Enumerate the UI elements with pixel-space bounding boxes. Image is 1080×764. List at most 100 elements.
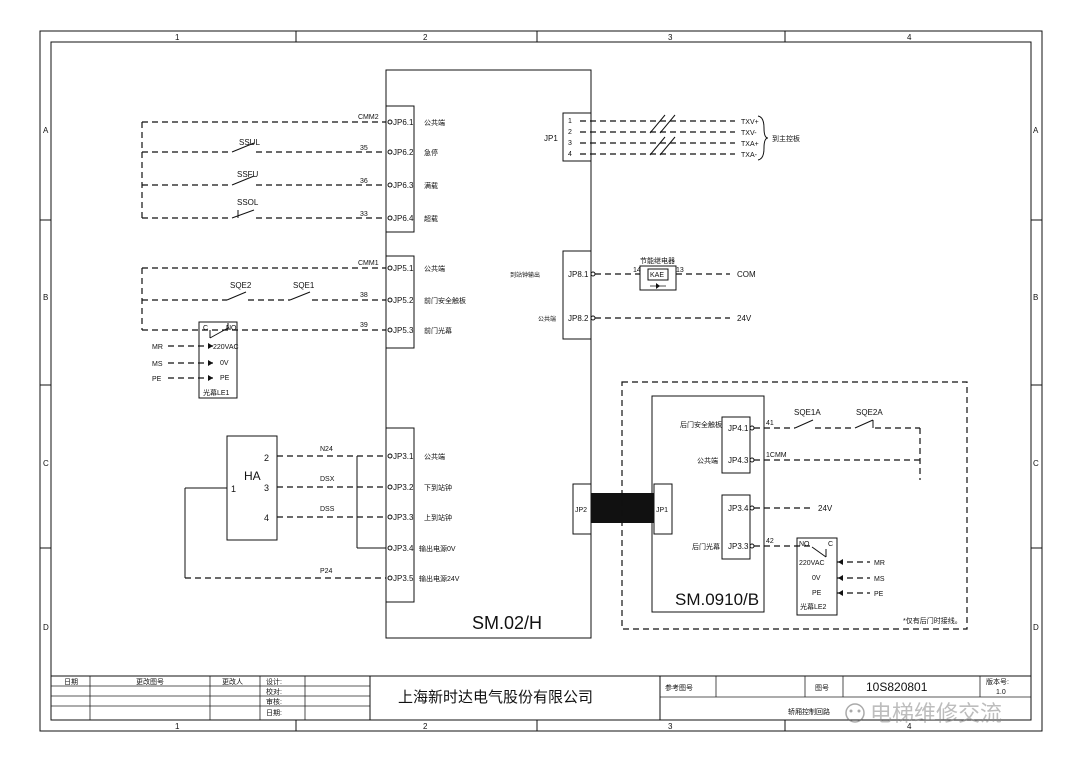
wire-39: 39 (360, 322, 368, 329)
pin-jp3-4: JP3.4 (393, 544, 414, 553)
pin-jp8-2: JP8.2 (568, 314, 589, 323)
row-label-c-right: C (1033, 459, 1039, 468)
switch-sqe1: SQE1 (293, 281, 315, 290)
column-label-2: 2 (423, 33, 428, 42)
wire-com: COM (737, 270, 756, 279)
wire-door-24v: 24V (818, 504, 833, 513)
wire-33: 33 (360, 211, 368, 218)
ha-pin-2: 2 (264, 453, 269, 463)
ha-pin-3: 3 (264, 483, 269, 493)
pin-jp5-3: JP5.3 (393, 326, 414, 335)
door-board-name: SM.0910/B (675, 590, 759, 609)
pin-jp3-3: JP3.3 (393, 513, 414, 522)
tb-header-check: 校对: (266, 687, 282, 696)
pin-jp4-3: JP4.3 (728, 456, 749, 465)
wire-cmm1: CMM1 (358, 260, 379, 267)
column-label-2-bottom: 2 (423, 722, 428, 731)
ha-pin-4: 4 (264, 513, 269, 523)
tb-header-change: 更改图号 (136, 677, 164, 686)
version-number: 1.0 (996, 689, 1006, 696)
jp1-pin-4: 4 (568, 151, 572, 158)
connector-jp6: SSUL SSFU SSOL CMM2 35 36 33 JP6.1 JP6.2… (141, 105, 445, 233)
connector-jp3: HA 1 2 3 4 N24 DSX DSS P24 JP3.1 JP3.2 J… (184, 427, 460, 603)
curtain-front-input-pe: PE (152, 376, 162, 383)
tb-header-date: 日期 (64, 678, 78, 686)
wire-24v: 24V (737, 314, 752, 323)
curtain-front-pe: PE (220, 375, 230, 382)
row-label-c: C (43, 459, 49, 468)
pin-label-jp5-1: 公共端 (424, 264, 445, 273)
signal-txa-plus: TXA+ (741, 141, 759, 148)
curtain-front-name: 光幕LE1 (203, 388, 230, 397)
relay-name: KAE (650, 272, 664, 279)
tb-header-changer: 更改人 (222, 677, 243, 686)
pin-label-jp4-3: 公共端 (697, 456, 718, 465)
column-label-1-bottom: 1 (175, 722, 180, 731)
switch-sqe2a: SQE2A (856, 408, 883, 417)
main-board: SM.02/H (385, 69, 592, 639)
jp1-pin-3: 3 (568, 140, 572, 147)
switch-ssol: SSOL (237, 198, 259, 207)
curtain-rear-output-pe: PE (874, 591, 884, 598)
relay-pin-b: 13 (676, 267, 684, 274)
ref-drawing-label: 参考图号 (665, 683, 693, 692)
column-label-1: 1 (175, 33, 180, 42)
curtain-rear-no: NO (799, 541, 810, 548)
jp1-name: JP1 (544, 134, 558, 143)
switch-ssul: SSUL (239, 138, 260, 147)
pin-label-jp3-3: 上到站钟 (424, 513, 452, 522)
curtain-rear-0v: 0V (812, 575, 821, 582)
ha-name: HA (244, 469, 261, 483)
relay-title: 节能继电器 (640, 256, 675, 265)
pin-label-jp8-1: 到站钟输出 (510, 271, 540, 279)
tb-header-design: 设计: (266, 677, 282, 686)
curtain-rear-name: 光幕LE2 (800, 602, 827, 611)
curtain-rear-vac: 220VAC (799, 560, 825, 567)
company-name: 上海新时达电气股份有限公司 (398, 688, 593, 706)
signal-txa-minus: TXA- (741, 152, 758, 159)
front-light-curtain: C NO 220VAC 0V PE 光幕LE1 MR MS PE (152, 321, 239, 399)
row-label-d: D (43, 623, 49, 632)
wire-42: 42 (766, 538, 774, 545)
drawing-number-label: 图号 (815, 684, 829, 692)
pin-label-jp6-1: 公共端 (424, 118, 445, 127)
wire-36: 36 (360, 178, 368, 185)
tb-header-review: 审核: (266, 697, 282, 706)
row-label-a-right: A (1033, 126, 1039, 135)
curtain-rear-output-ms: MS (874, 576, 885, 583)
wire-38: 38 (360, 292, 368, 299)
pin-label-jp6-2: 急停 (424, 148, 438, 157)
pin-label-jp8-2: 公共端 (538, 315, 556, 323)
column-label-4: 4 (907, 33, 912, 42)
wire-dss: DSS (320, 506, 335, 513)
tb-header-day: 日期: (266, 709, 282, 717)
row-label-d-right: D (1033, 623, 1039, 632)
switch-ssfu: SSFU (237, 170, 259, 179)
rear-door-section: SM.0910/B *仅有后门时接线。 JP4.1 JP4.3 后门安全触板 公… (621, 381, 968, 630)
pin-jp8-1: JP8.1 (568, 270, 589, 279)
curtain-front-input-mr: MR (152, 344, 163, 351)
pin-label-jp4-1: 后门安全触板 (680, 420, 722, 429)
wire-p24: P24 (320, 568, 333, 575)
drawing-title: 轿厢控制回路 (788, 707, 830, 716)
column-label-3-bottom: 3 (668, 722, 673, 731)
wire-n24: N24 (320, 446, 333, 453)
pin-jp6-4: JP6.4 (393, 214, 414, 223)
row-label-a: A (43, 126, 49, 135)
pin-label-jp6-3: 满载 (424, 181, 438, 190)
curtain-rear-c: C (828, 541, 833, 548)
switch-sqe1a: SQE1A (794, 408, 821, 417)
watermark-text: 电梯维修交流 (870, 701, 1002, 726)
jp1-destination: 到主控板 (772, 134, 800, 143)
pin-label-jp5-3: 前门光幕 (424, 326, 452, 335)
version-label: 版本号: (986, 677, 1009, 686)
curtain-rear-output-mr: MR (874, 560, 885, 567)
pin-door-jp3-4: JP3.4 (728, 504, 749, 513)
watermark: 电梯维修交流 (845, 701, 1002, 726)
door-note: *仅有后门时接线。 (903, 616, 962, 625)
title-block: 日期 更改图号 更改人 设计: 校对: 审核: 日期: 上海新时达电气股份有限公… (50, 675, 1032, 721)
curtain-front-c: C (203, 325, 208, 332)
connector-jp5: SQE2 SQE1 CMM1 38 39 JP5.1 JP5.2 JP5.3 公… (141, 255, 466, 349)
connector-jp8: 到站钟输出 公共端 JP8.1 JP8.2 KAE 节能继电器 14 13 CO… (510, 250, 756, 340)
